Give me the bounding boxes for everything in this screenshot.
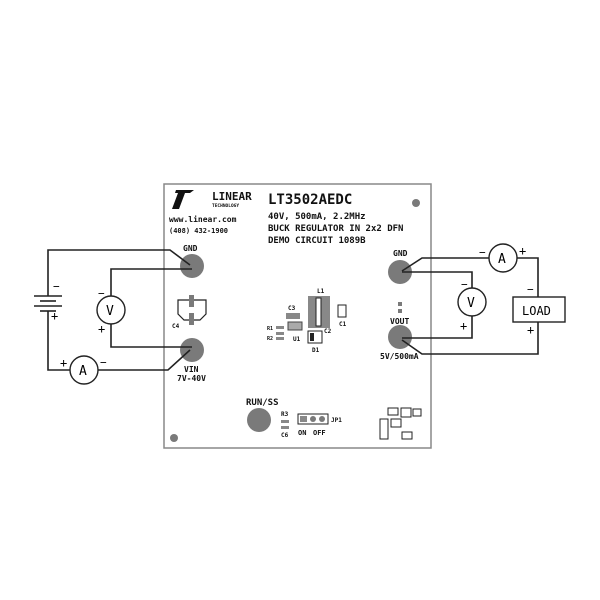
svg-text:V: V xyxy=(106,304,114,319)
load-box xyxy=(512,296,566,323)
linear-logo: LINEAR TECHNOLOGY xyxy=(172,190,252,209)
gnd-right-terminal xyxy=(388,260,412,284)
phone-text: (408) 432-1900 xyxy=(169,227,228,235)
vout-rating-label: 5V/500mA xyxy=(380,352,419,361)
svg-text:−: − xyxy=(527,283,534,296)
gnd-right-label: GND xyxy=(393,249,408,258)
svg-text:+: + xyxy=(60,356,67,370)
svg-text:−: − xyxy=(479,246,486,259)
vout-label: VOUT xyxy=(390,317,409,326)
component-cluster: L1 C1 C3 U1 R1 R2 C2 D1 xyxy=(267,288,347,354)
svg-text:−: − xyxy=(100,356,107,369)
svg-text:A: A xyxy=(79,364,87,379)
ammeter-output xyxy=(488,243,518,273)
svg-text:C3: C3 xyxy=(288,305,296,312)
gnd-left-terminal xyxy=(180,254,204,278)
run-ss-label: RUN/SS xyxy=(246,398,279,408)
spec-line2: BUCK REGULATOR IN 2x2 DFN xyxy=(268,224,403,234)
battery-icon xyxy=(34,295,62,312)
svg-text:C2: C2 xyxy=(324,328,332,335)
output-circuit: A − + V − + LOAD − + xyxy=(401,243,566,355)
voltmeter-output xyxy=(457,287,487,317)
run-ss-terminal xyxy=(247,408,271,432)
svg-text:TECHNOLOGY: TECHNOLOGY xyxy=(212,203,239,209)
mounting-hole xyxy=(412,199,420,207)
input-circuit: − + V − + A + − xyxy=(34,249,192,385)
svg-text:C4: C4 xyxy=(172,323,180,330)
svg-text:−: − xyxy=(461,278,468,291)
svg-text:LINEAR: LINEAR xyxy=(212,190,252,203)
svg-text:C1: C1 xyxy=(339,321,347,328)
footprint-mirror xyxy=(379,407,422,440)
svg-text:+: + xyxy=(527,323,534,337)
svg-text:R3: R3 xyxy=(281,411,289,418)
svg-text:−: − xyxy=(98,287,105,300)
svg-text:L1: L1 xyxy=(317,288,325,295)
vin-range-label: 7V-40V xyxy=(177,374,206,383)
jp1-jumper[interactable] xyxy=(297,413,329,425)
svg-text:C6: C6 xyxy=(281,432,289,439)
spec-line1: 40V, 500mA, 2.2MHz xyxy=(268,212,366,222)
svg-text:+: + xyxy=(519,244,526,258)
gnd-left-label: GND xyxy=(183,244,198,253)
svg-text:ON: ON xyxy=(298,429,306,437)
ammeter-input xyxy=(69,355,99,385)
svg-text:−: − xyxy=(53,280,60,293)
vin-terminal xyxy=(180,338,204,362)
svg-text:R2: R2 xyxy=(267,336,273,342)
spec-line3: DEMO CIRCUIT 1089B xyxy=(268,236,366,246)
svg-text:V: V xyxy=(467,296,475,311)
c4-capacitor: C4 xyxy=(172,295,207,330)
svg-text:LOAD: LOAD xyxy=(522,304,551,318)
svg-text:JP1: JP1 xyxy=(331,417,342,424)
url-text: www.linear.com xyxy=(169,214,237,224)
voltmeter-input xyxy=(96,295,126,325)
svg-text:+: + xyxy=(98,322,105,336)
svg-text:+: + xyxy=(460,319,467,333)
svg-text:D1: D1 xyxy=(312,347,320,354)
part-number: LT3502AEDC xyxy=(268,192,352,208)
mounting-hole xyxy=(170,434,178,442)
vin-label: VIN xyxy=(184,365,199,374)
svg-text:R1: R1 xyxy=(267,326,273,332)
svg-text:U1: U1 xyxy=(293,336,301,343)
svg-text:OFF: OFF xyxy=(313,429,326,437)
svg-text:A: A xyxy=(498,252,506,267)
svg-text:+: + xyxy=(51,309,58,323)
